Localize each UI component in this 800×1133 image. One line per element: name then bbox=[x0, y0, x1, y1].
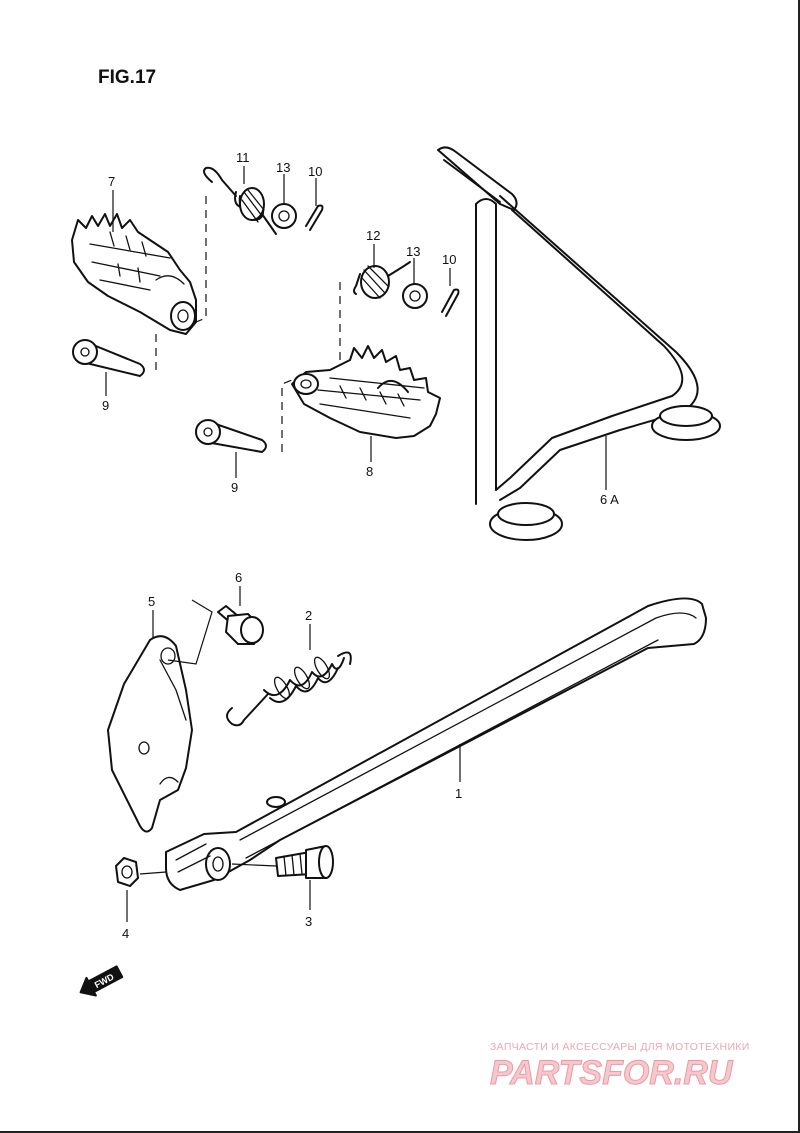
cotter-pin-10-lower bbox=[441, 288, 460, 317]
assembly-line-upper bbox=[195, 196, 207, 323]
nut-4 bbox=[115, 857, 139, 887]
watermark: ЗАПЧАСТИ И АКСЕССУАРЫ ДЛЯ МОТОТЕХНИКИ PA… bbox=[490, 1041, 750, 1093]
side-stand bbox=[165, 597, 707, 891]
forward-arrow-icon: FWD bbox=[79, 965, 124, 997]
assembly-line-bolt bbox=[231, 863, 277, 867]
washer-13-upper bbox=[271, 203, 297, 229]
cotter-pin-10-upper bbox=[305, 204, 324, 231]
spring-12 bbox=[353, 261, 411, 299]
callout-11: 11 bbox=[236, 150, 250, 165]
stand-bracket bbox=[107, 635, 193, 833]
washer-13-lower bbox=[402, 283, 428, 309]
return-spring bbox=[226, 651, 352, 727]
callout-3: 3 bbox=[305, 914, 312, 929]
callout-7: 7 bbox=[108, 174, 115, 189]
watermark-logo: PARTSFOR.RU bbox=[490, 1054, 734, 1092]
callout-leaders bbox=[105, 166, 607, 922]
callout-labels: 7 11 13 10 12 13 10 9 9 8 6 A 6 5 2 1 4 … bbox=[102, 150, 619, 941]
callout-5: 5 bbox=[148, 594, 155, 609]
callout-4: 4 bbox=[122, 926, 129, 941]
callout-9-upper: 9 bbox=[102, 398, 109, 413]
callout-13-lower: 13 bbox=[406, 244, 420, 259]
footpeg-left bbox=[71, 213, 197, 335]
callout-6: 6 bbox=[235, 570, 242, 585]
callout-1: 1 bbox=[455, 786, 462, 801]
callout-12: 12 bbox=[366, 228, 380, 243]
pin-9-lower bbox=[195, 419, 267, 453]
center-stand bbox=[437, 146, 721, 541]
pin-9-upper bbox=[72, 339, 145, 377]
assembly-line-nut bbox=[139, 871, 167, 875]
assembly-line-pin-lower bbox=[281, 379, 293, 452]
footpeg-right bbox=[291, 345, 441, 439]
callout-2: 2 bbox=[305, 608, 312, 623]
callout-10-lower: 10 bbox=[442, 252, 456, 267]
bolt-3 bbox=[275, 845, 334, 879]
watermark-tagline: ЗАПЧАСТИ И АКСЕССУАРЫ ДЛЯ МОТОТЕХНИКИ bbox=[490, 1041, 750, 1053]
callout-9-lower: 9 bbox=[231, 480, 238, 495]
callout-10-upper: 10 bbox=[308, 164, 322, 179]
callout-8: 8 bbox=[366, 464, 373, 479]
assembly-line-bracket bbox=[167, 599, 213, 665]
bolt-6 bbox=[217, 605, 264, 645]
figure-title: FIG.17 bbox=[98, 67, 156, 88]
spring-11 bbox=[203, 166, 277, 235]
callout-13-upper: 13 bbox=[276, 160, 290, 175]
callout-6a: 6 A bbox=[600, 492, 619, 507]
